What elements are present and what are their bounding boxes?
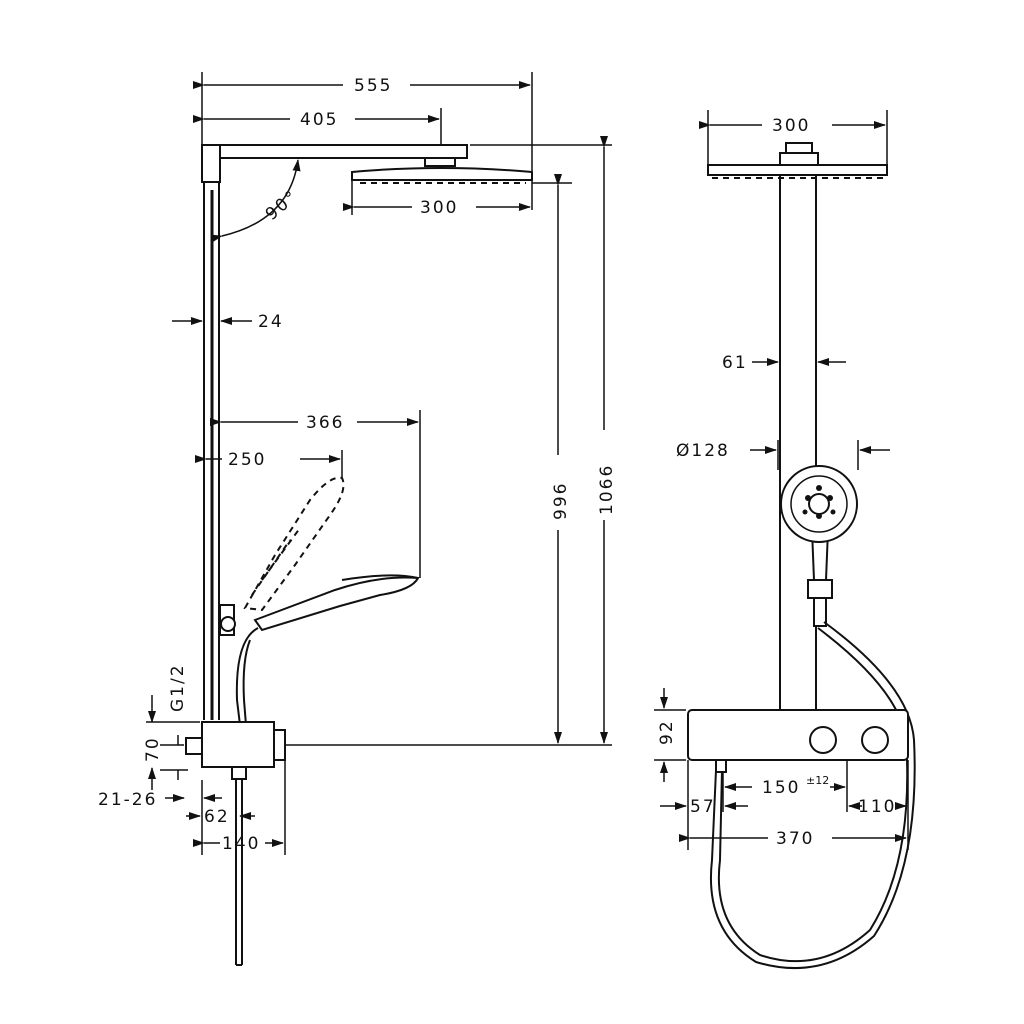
dim-g12: G1/2 (146, 663, 200, 723)
dim-label-62: 62 (204, 807, 230, 827)
dim-996: 996 (551, 174, 571, 744)
dim-62: 62 (186, 807, 255, 827)
dim-370: 370 (679, 829, 907, 849)
dim-label-996: 996 (551, 482, 571, 520)
hose-front (710, 621, 916, 969)
thermostat-body-side (185, 721, 286, 780)
dim-57: 57 (660, 797, 748, 817)
dim-140: 140 (193, 834, 284, 854)
dim-dia-128: Ø128 (676, 440, 890, 470)
dim-61: 61 (722, 353, 846, 373)
dim-label-92: 92 (657, 719, 677, 745)
dim-label-366: 366 (306, 413, 344, 433)
dim-label-110: 110 (858, 797, 896, 817)
dim-label-250: 250 (228, 450, 266, 470)
dim-405: 405 (193, 110, 440, 130)
dim-250: 250 (195, 450, 341, 470)
dim-110: 110 (848, 797, 907, 817)
dim-21-26: 21-26 (98, 767, 222, 810)
dim-label-57: 57 (690, 797, 716, 817)
dim-label-dia-128: Ø128 (676, 441, 730, 461)
side-view: 555 405 300 (98, 72, 617, 966)
dim-label-angle: 90° (262, 186, 303, 225)
dim-label-405: 405 (300, 110, 338, 130)
dim-label-150-tol: ±12 (806, 774, 829, 787)
overhead-shower-front (707, 142, 888, 179)
dim-label-1066: 1066 (597, 464, 617, 515)
shower-rail-front (779, 175, 817, 710)
dim-label-150: 150 (762, 778, 800, 798)
dim-366: 366 (210, 413, 419, 433)
dim-555: 555 (193, 76, 531, 96)
dim-label-21-26: 21-26 (98, 790, 157, 810)
dim-150: 150 ±12 (724, 774, 846, 798)
holder-and-hose (219, 604, 259, 966)
dim-24: 24 (172, 312, 284, 332)
dim-300-front: 300 (699, 116, 886, 136)
dim-label-300-side: 300 (420, 198, 458, 218)
dim-label-70: 70 (143, 736, 163, 762)
dim-angle-90: 90° (210, 159, 303, 243)
hand-shower (253, 574, 420, 632)
dim-label-370: 370 (776, 829, 814, 849)
dim-300-side: 300 (343, 198, 531, 218)
dim-92: 92 (654, 688, 686, 782)
dim-label-24: 24 (258, 312, 284, 332)
front-view: 300 61 Ø128 (654, 110, 916, 969)
overhead-shower-head (351, 157, 533, 184)
hand-shower-front (780, 465, 858, 627)
dim-1066: 1066 (597, 136, 617, 744)
dim-label-g12: G1/2 (168, 663, 188, 712)
dim-70: 70 (143, 735, 188, 780)
thermostat-front (687, 709, 909, 773)
dim-label-555: 555 (354, 76, 392, 96)
dim-label-140: 140 (222, 834, 260, 854)
dim-label-300-front: 300 (772, 116, 810, 136)
dim-label-61: 61 (722, 353, 748, 373)
hand-shower-alt-position (243, 476, 345, 612)
